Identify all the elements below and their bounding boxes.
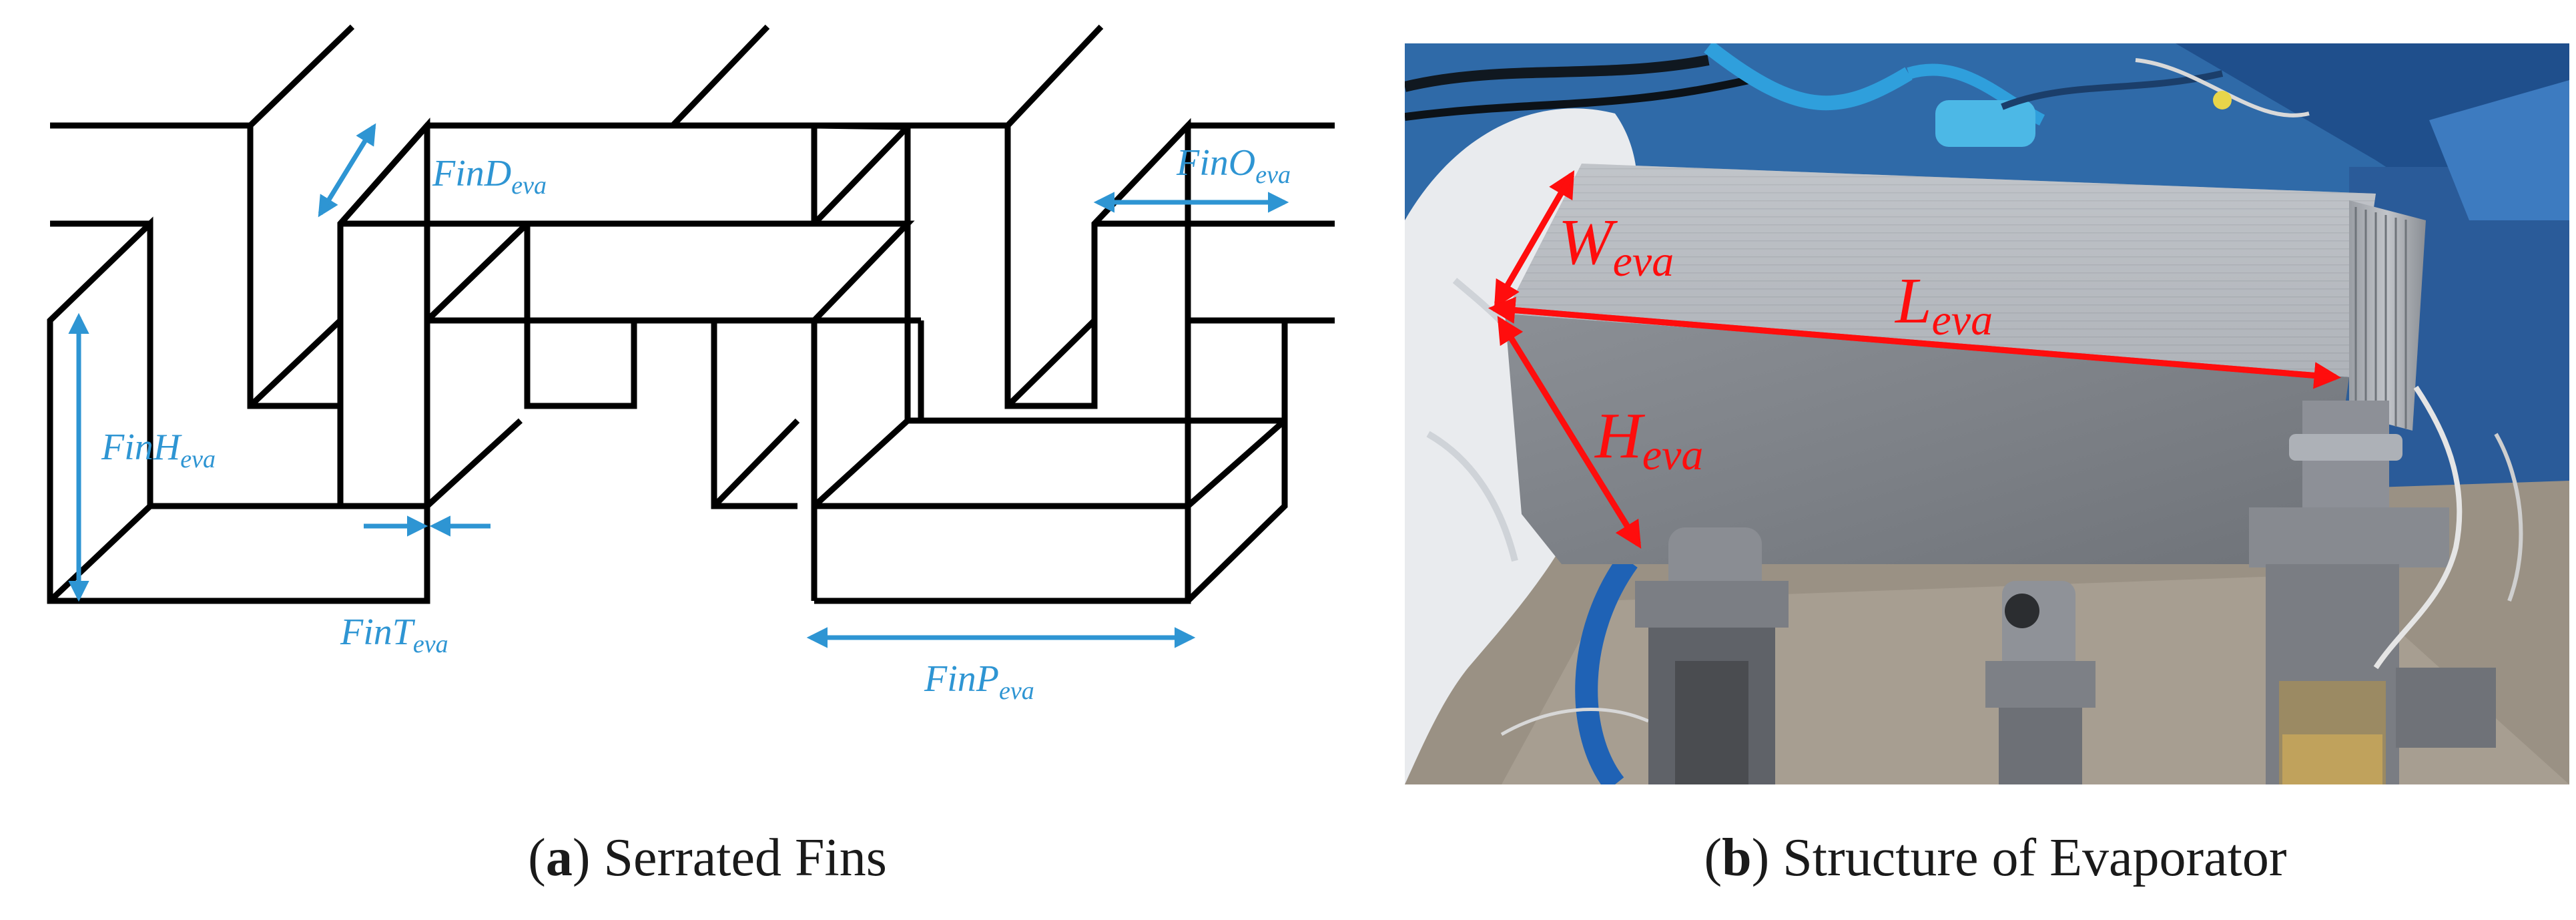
serrated-fins-diagram [47, 24, 1335, 604]
evaporator-photo [1405, 43, 2569, 784]
height-label: Heva [1594, 400, 1703, 479]
fin-left-segment [47, 216, 430, 604]
evaporator-plate-stack [2349, 200, 2426, 431]
fin-right-tall-segment [904, 118, 1191, 421]
fin-d-label: FinDeva [432, 153, 547, 200]
evaporator-dimension-arrows [1488, 170, 2342, 549]
fin-t-label: FinTeva [340, 612, 448, 658]
length-label: Leva [1894, 265, 1993, 344]
fin-dimension-arrows [68, 123, 1289, 648]
evaporator-ports [1635, 401, 2496, 784]
evaporator-front-face [1505, 314, 2349, 564]
fin-slant-edges [248, 24, 1287, 509]
width-label: Weva [1558, 206, 1674, 286]
caption-panel-b: (b) Structure of Evaporator [1704, 829, 2287, 887]
fin-p-label: FinPeva [924, 658, 1034, 705]
caption-panel-a: (a) Serrated Fins [528, 829, 887, 887]
fin-h-label: FinHeva [101, 427, 216, 473]
fin-right-segment [811, 317, 1288, 604]
fin-o-label: FinOeva [1176, 142, 1291, 189]
fin-front-center-block [424, 220, 915, 601]
